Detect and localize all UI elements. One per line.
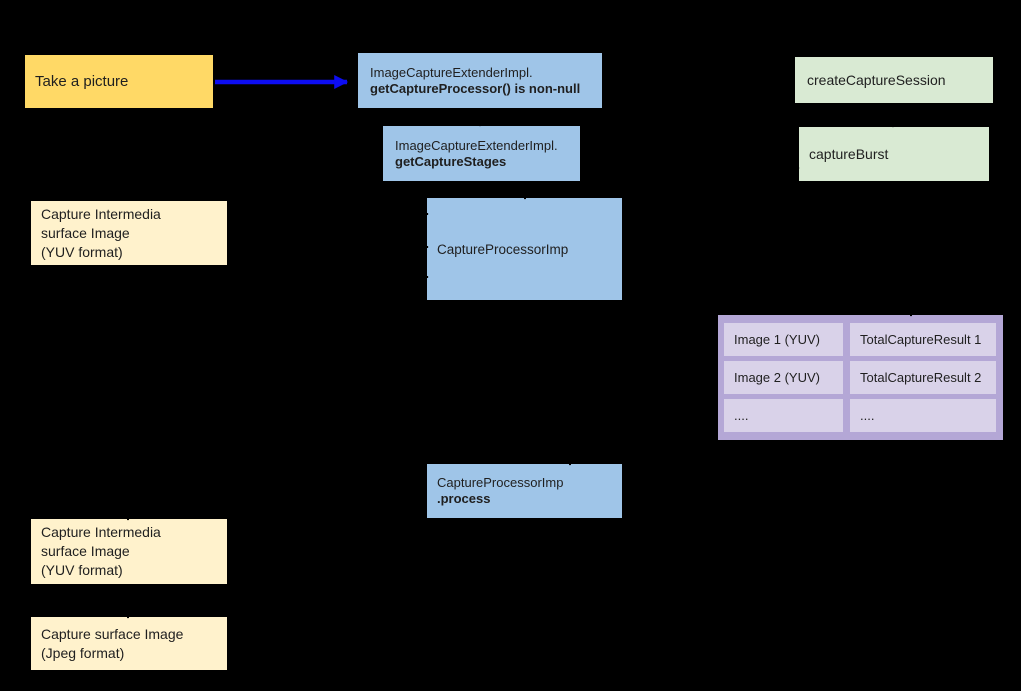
- node-label-line: surface Image: [41, 543, 130, 559]
- node-label-line: getCaptureStages: [395, 153, 507, 169]
- node-label-line: surface Image: [41, 224, 130, 241]
- node-create-capture-session: createCaptureSession: [795, 57, 993, 103]
- node-label-line: (YUV format): [41, 243, 123, 260]
- table-cell-image-2: Image 2 (YUV): [724, 361, 843, 394]
- node-label-line: ImageCaptureExtenderImpl.: [370, 64, 533, 80]
- node-get-capture-processor: ImageCaptureExtenderImpl. getCaptureProc…: [358, 53, 602, 108]
- node-capture-surface-jpeg: Capture surface Image (Jpeg format): [31, 617, 227, 670]
- burst-results-table: Image 1 (YUV) TotalCaptureResult 1 Image…: [718, 315, 1003, 440]
- connector-stages-to-capture-processor-imp: [479, 181, 529, 200]
- table-cell-result-2: TotalCaptureResult 2: [850, 361, 996, 394]
- node-label-line: Capture Intermedia: [41, 205, 161, 222]
- node-label: Take a picture: [35, 73, 129, 90]
- node-capture-intermedia-surface-yuv-top: Capture Intermedia surface Image (YUV fo…: [31, 201, 227, 265]
- table-cell-image-1: Image 1 (YUV): [724, 323, 843, 356]
- node-take-a-picture: Take a picture: [25, 55, 213, 108]
- node-label-line: .process: [437, 491, 491, 506]
- table-cell-result-1: TotalCaptureResult 1: [850, 323, 996, 356]
- node-label-line: Capture surface Image: [41, 625, 184, 642]
- node-label-line: getCaptureProcessor() is non-null: [370, 80, 581, 96]
- node-capture-processor-process: CaptureProcessorImp .process: [427, 464, 622, 518]
- node-label-line: ImageCaptureExtenderImpl.: [395, 137, 558, 153]
- connector-table-to-process: [566, 440, 863, 466]
- table-cell-image-more: ....: [724, 399, 843, 432]
- node-capture-intermedia-surface-yuv-bottom: Capture Intermedia surface Image (YUV fo…: [31, 519, 227, 584]
- node-capture-burst: captureBurst: [799, 127, 989, 181]
- node-get-capture-stages: ImageCaptureExtenderImpl. getCaptureStag…: [383, 126, 580, 181]
- node-label: createCaptureSession: [807, 72, 946, 88]
- node-label: CaptureProcessorImp: [437, 241, 569, 257]
- node-label: captureBurst: [809, 146, 889, 162]
- node-label-line: CaptureProcessorImp: [437, 475, 564, 490]
- table-cell-result-more: ....: [850, 399, 996, 432]
- node-label-line: Capture Intermedia: [41, 524, 161, 540]
- node-label-line: (YUV format): [41, 562, 123, 578]
- node-capture-processor-imp: CaptureProcessorImp: [427, 198, 622, 300]
- node-label-line: (Jpeg format): [41, 644, 125, 661]
